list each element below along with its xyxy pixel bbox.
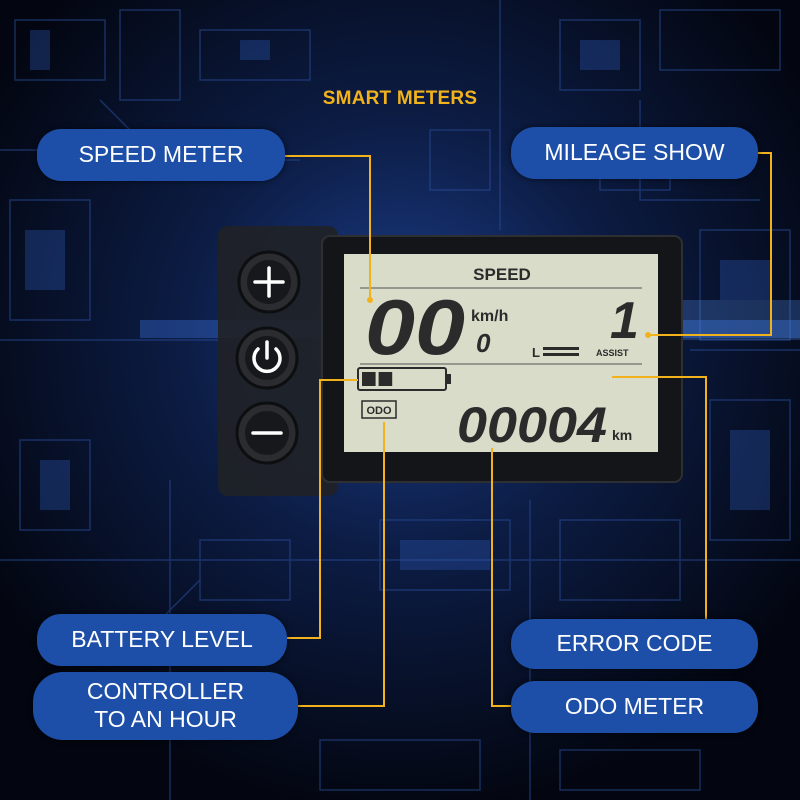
odo-unit: km [612,427,632,443]
error-code-label: ERROR CODE [511,619,758,669]
minus-button[interactable] [235,401,299,465]
light-bar [543,347,579,350]
callout-error-code [612,376,707,620]
assist-level-value: 1 [610,292,639,350]
lcd-screen [344,254,658,452]
callout-controller [298,422,385,707]
speed-unit: km/h [471,308,508,325]
callout-lines [285,152,772,707]
page-title: SMART METERS [322,88,478,109]
callout-odo-meter [491,448,512,707]
callout-mileage-show [648,152,772,336]
plus-icon [253,266,285,298]
power-button[interactable] [235,326,299,390]
battery-bar [378,372,393,386]
callout-battery-level [287,379,358,639]
battery-bar [362,372,376,386]
mileage-show-label: MILEAGE SHOW [511,127,758,179]
callout-speed-meter [285,155,371,300]
controller-label: CONTROLLER TO AN HOUR [33,672,298,740]
error-code-value: 0 [476,328,491,358]
odo-meter-label: ODO METER [511,681,758,733]
speed-meter-label: SPEED METER [37,129,285,181]
assist-label: ASSIST [596,348,629,358]
speed-value: 00 [365,283,465,371]
odo-value: 00004 [457,397,607,453]
speed-heading: SPEED [473,265,531,284]
light-indicator: L [532,345,540,360]
odo-badge: ODO [366,405,392,417]
plus-button[interactable] [237,250,301,314]
power-icon [252,340,282,374]
battery-level-label: BATTERY LEVEL [37,614,287,666]
